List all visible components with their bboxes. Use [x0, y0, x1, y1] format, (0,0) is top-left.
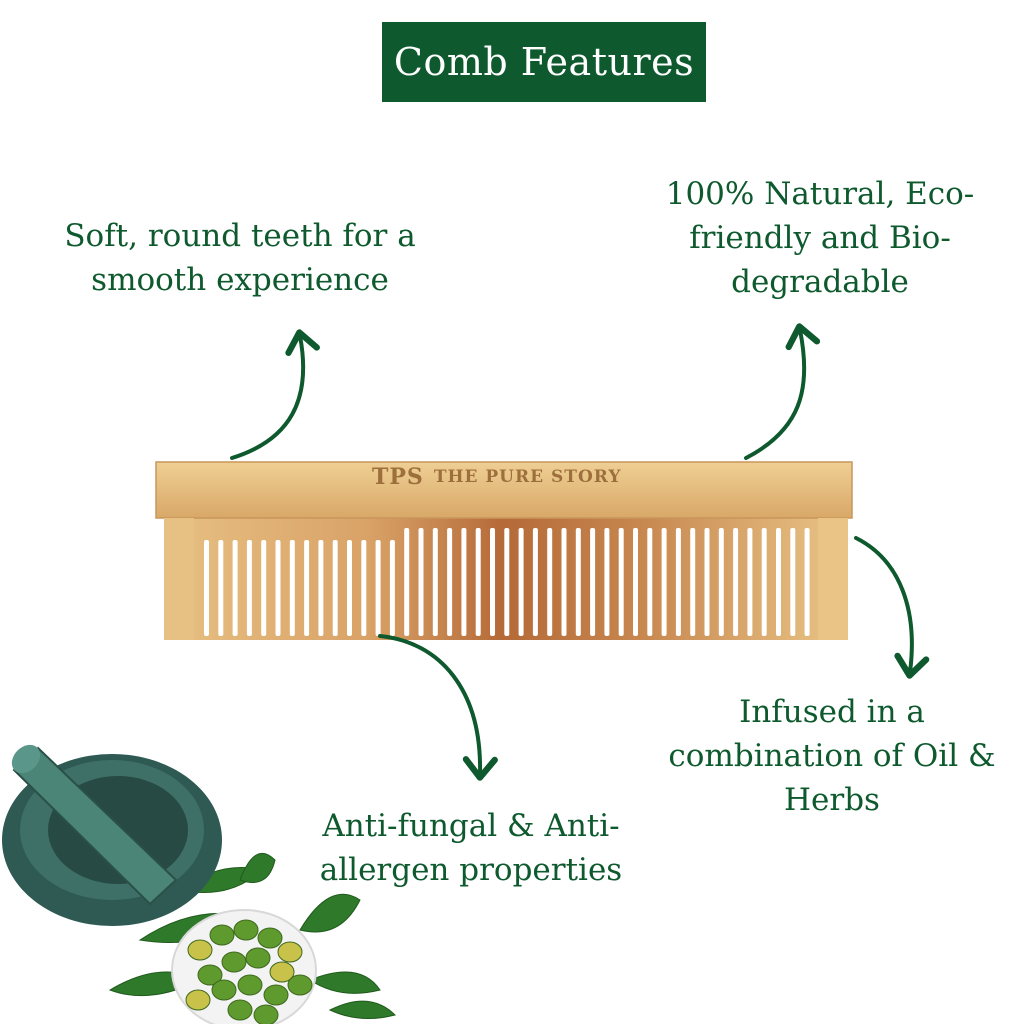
comb-tooth-gap [804, 528, 810, 636]
comb-tooth-gap [347, 540, 352, 636]
brand-monogram: TPS [372, 464, 424, 490]
brand-name: THE PURE STORY [433, 467, 622, 487]
comb-tooth-gap [332, 540, 338, 636]
comb-tooth-gap [447, 528, 453, 636]
arrow-icon [230, 329, 320, 460]
comb-tooth-gap [733, 528, 739, 636]
comb-tooth-gap [504, 528, 510, 636]
comb-tooth-gap [389, 540, 395, 636]
olive [227, 999, 253, 1021]
comb-tooth-gap [318, 540, 324, 636]
comb-tooth-gap [590, 528, 596, 636]
comb-tooth-gap [275, 540, 281, 636]
comb-tooth-gap [604, 528, 610, 636]
comb-tooth-gap [375, 540, 381, 636]
comb-tooth-gap [661, 528, 667, 636]
comb-tooth-gap [418, 528, 424, 636]
olive [257, 927, 283, 949]
feature-infused: Infused in a combination of Oil & Herbs [668, 694, 996, 818]
comb-tooth-gap [675, 528, 681, 636]
olive [187, 939, 213, 961]
comb-tooth-gap [289, 540, 295, 636]
comb-tooth-gap [776, 528, 781, 636]
comb-tooth-gap [575, 528, 581, 636]
arrow-icon [744, 323, 821, 460]
olive [277, 941, 303, 963]
olive [253, 1004, 279, 1024]
comb-tooth-gap [232, 540, 238, 636]
brand-engraving: TPS THE PURE STORY [372, 464, 622, 490]
olive [197, 964, 223, 986]
olive [263, 984, 289, 1006]
comb-tooth-gap [690, 528, 696, 636]
comb-teeth [204, 528, 824, 636]
comb-tooth-gap [647, 528, 653, 636]
comb-tooth-gap [518, 528, 524, 636]
arrow-icon [854, 536, 930, 679]
comb-tooth-gap [547, 528, 553, 636]
comb-tooth-gap [304, 540, 310, 636]
olive [287, 974, 313, 996]
olive [209, 924, 235, 946]
feature-anti-fungal: Anti-fungal & Anti-allergen properties [319, 808, 623, 888]
feature-natural: 100% Natural, Eco-friendly and Bio-degra… [665, 176, 975, 300]
comb-tooth-gap [432, 528, 438, 636]
olive [211, 979, 237, 1001]
comb-tooth-gap [618, 528, 624, 636]
olive [221, 951, 247, 973]
comb-tooth-gap [261, 540, 267, 636]
comb-tooth-gap [761, 528, 767, 636]
mortar-pestle-icon [2, 744, 222, 926]
comb-tooth-gap [475, 528, 481, 636]
comb-tooth-gap [561, 528, 567, 636]
comb-tooth-gap [404, 528, 410, 636]
olive [245, 947, 271, 969]
comb-tooth-gap [490, 528, 495, 636]
arrow-icon [378, 634, 498, 781]
comb-tooth-gap [218, 540, 224, 636]
comb [155, 461, 853, 640]
olive [185, 989, 211, 1011]
feature-soft-teeth: Soft, round teeth for a smooth experienc… [64, 218, 416, 298]
comb-tooth-gap [361, 540, 367, 636]
comb-tooth-gap [532, 528, 538, 636]
comb-tooth-gap [747, 528, 753, 636]
olive [233, 919, 259, 941]
comb-tooth-gap [790, 528, 796, 636]
olive-bowl-icon [171, 909, 317, 1024]
olive [269, 961, 295, 983]
comb-tooth-gap [704, 528, 710, 636]
page-title: Comb Features [382, 22, 706, 102]
comb-tooth-gap [718, 528, 724, 636]
comb-tooth-gap [461, 528, 467, 636]
comb-tooth-gap [204, 540, 209, 636]
comb-tooth-gap [633, 528, 638, 636]
olive [237, 974, 263, 996]
comb-tooth-gap [246, 540, 252, 636]
